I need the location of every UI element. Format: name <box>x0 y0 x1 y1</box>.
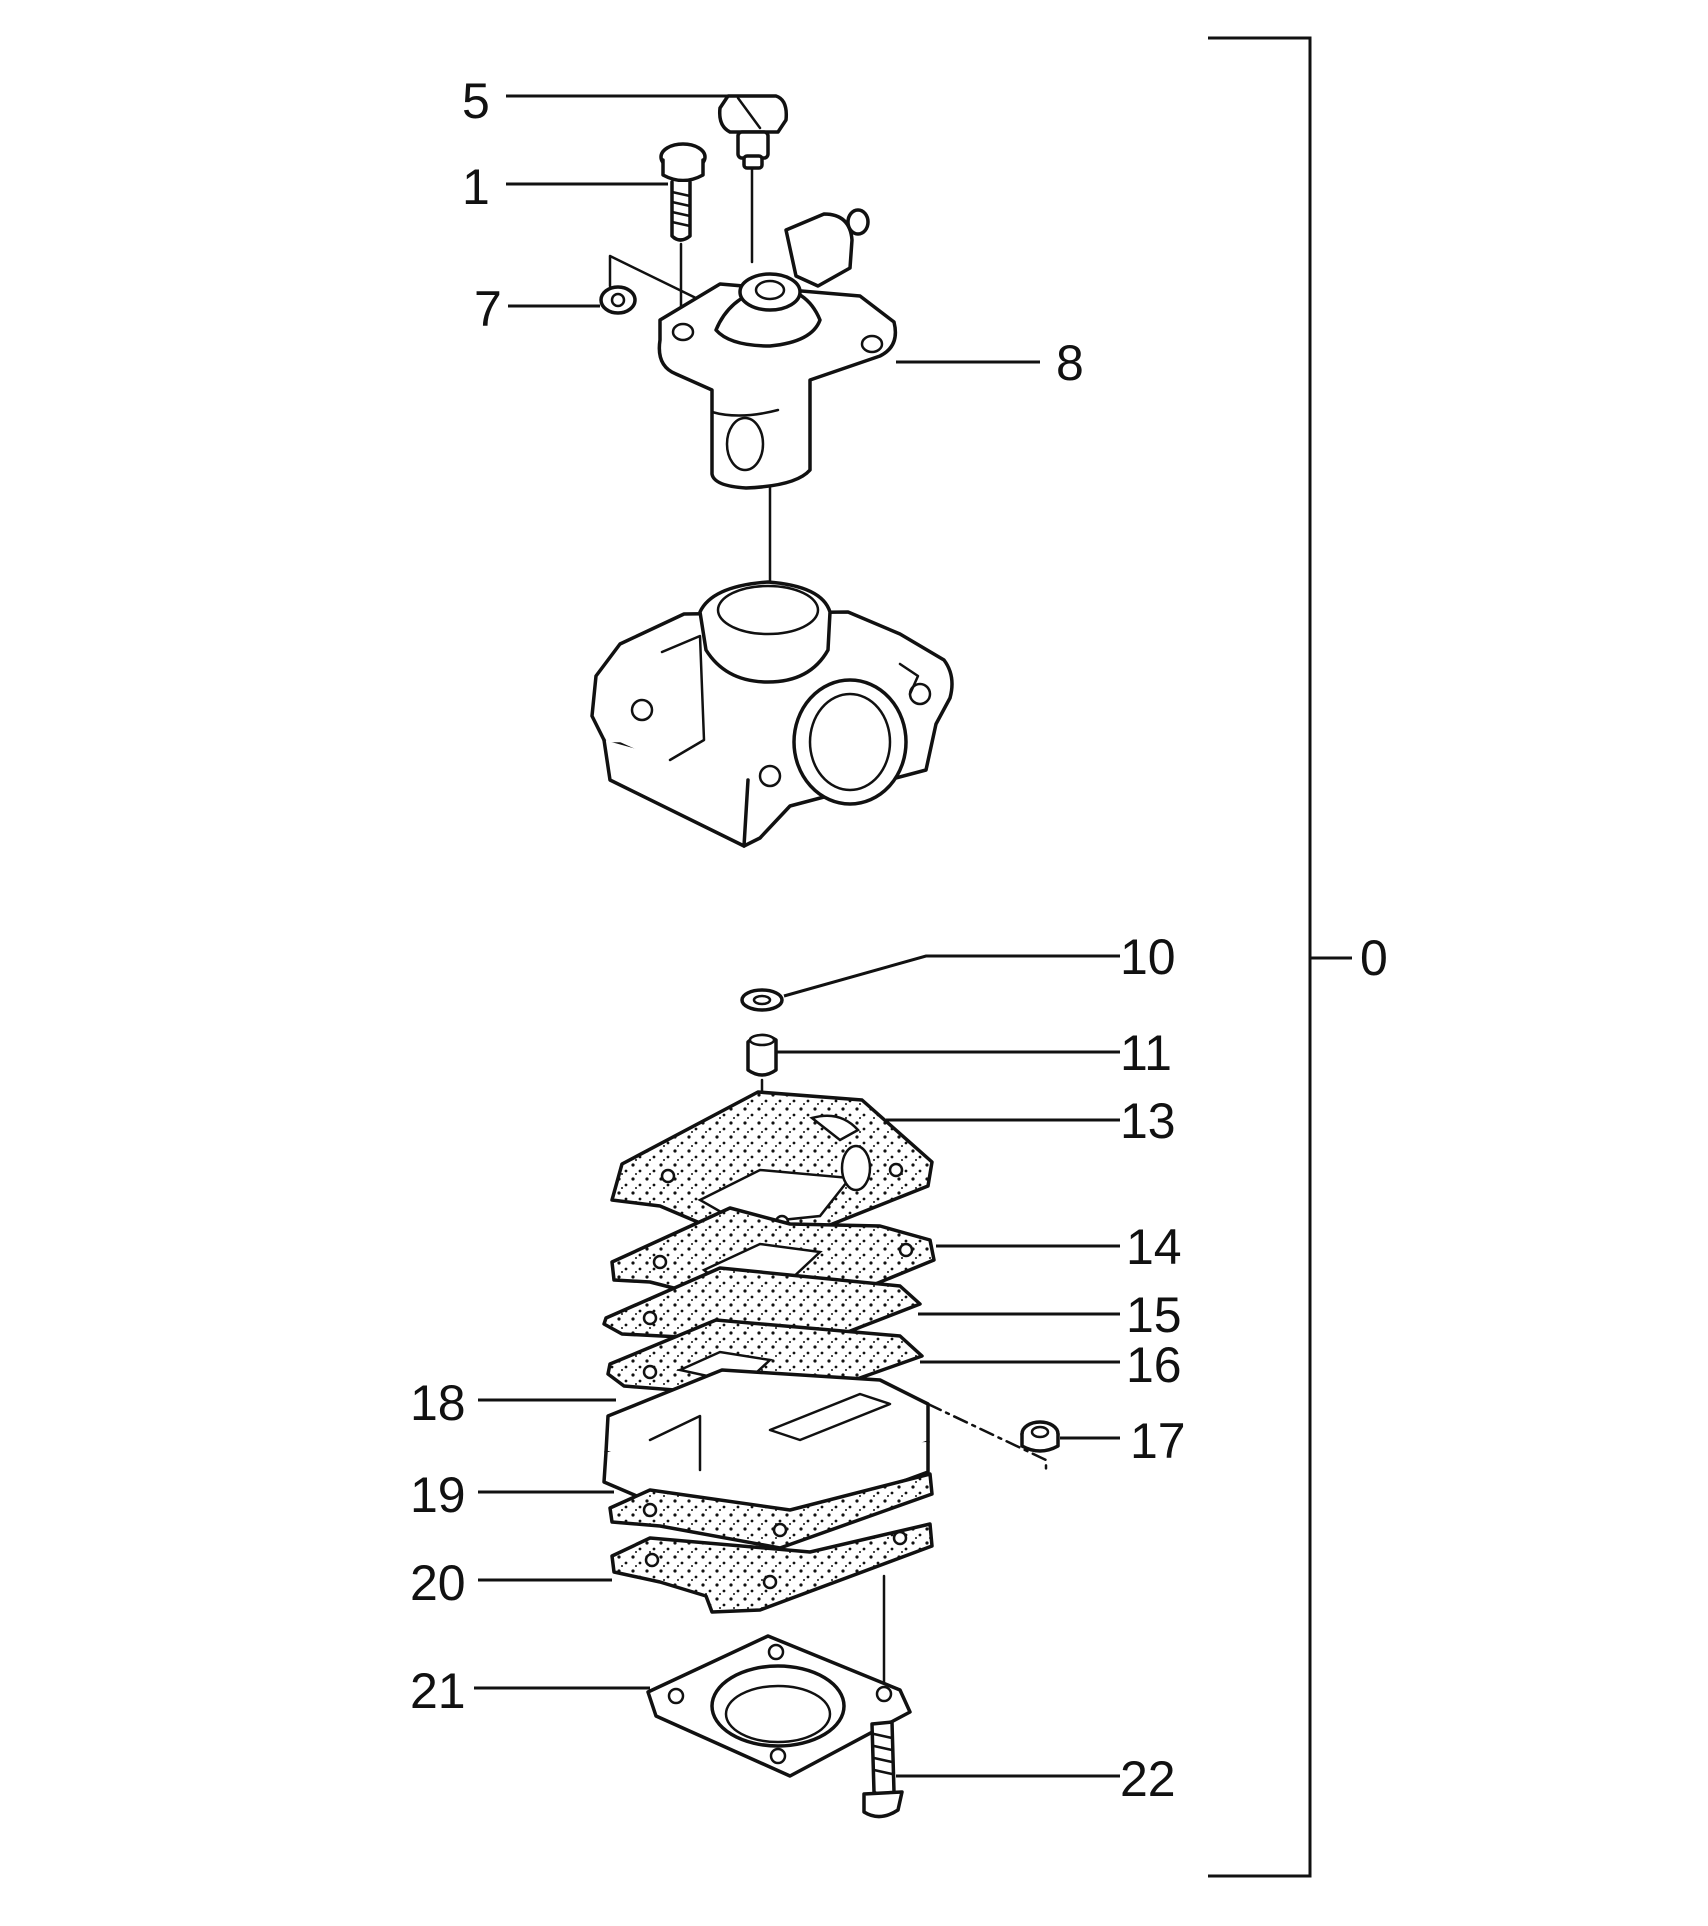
callout-7: 7 <box>474 281 502 337</box>
part-8-throttle-cap <box>657 208 1040 598</box>
part-7-plug <box>599 254 702 315</box>
callout-16: 16 <box>1126 1337 1182 1393</box>
callout-5: 5 <box>462 73 490 129</box>
callout-0: 0 <box>1360 930 1388 986</box>
leaders-top <box>506 94 728 308</box>
gasket-20 <box>478 1522 934 1688</box>
callout-10: 10 <box>1120 929 1176 985</box>
callout-17: 17 <box>1130 1413 1186 1469</box>
carburetor-body <box>590 580 954 848</box>
callout-20: 20 <box>410 1555 466 1611</box>
callout-21: 21 <box>410 1663 466 1719</box>
gasket-19 <box>478 1472 934 1550</box>
callout-15: 15 <box>1126 1287 1182 1343</box>
callout-13: 13 <box>1120 1093 1176 1149</box>
gasket-13 <box>610 1090 1120 1246</box>
part-5-screw <box>717 94 789 264</box>
part-21-cover <box>474 1634 912 1778</box>
part-22-screw <box>862 1720 1120 1819</box>
callout-22: 22 <box>1120 1751 1176 1807</box>
assembly-bracket: 0 <box>1208 36 1388 1878</box>
callout-11: 11 <box>1120 1025 1172 1081</box>
callout-labels: 5 1 7 8 10 11 13 14 15 16 17 18 19 20 21… <box>410 73 1186 1807</box>
callout-18: 18 <box>410 1375 466 1431</box>
callout-8: 8 <box>1056 335 1084 391</box>
part-10-washer <box>740 954 1120 1012</box>
callout-14: 14 <box>1126 1219 1182 1275</box>
part-17-plug <box>1020 1420 1120 1453</box>
callout-1: 1 <box>462 159 490 215</box>
callout-19: 19 <box>410 1467 466 1523</box>
